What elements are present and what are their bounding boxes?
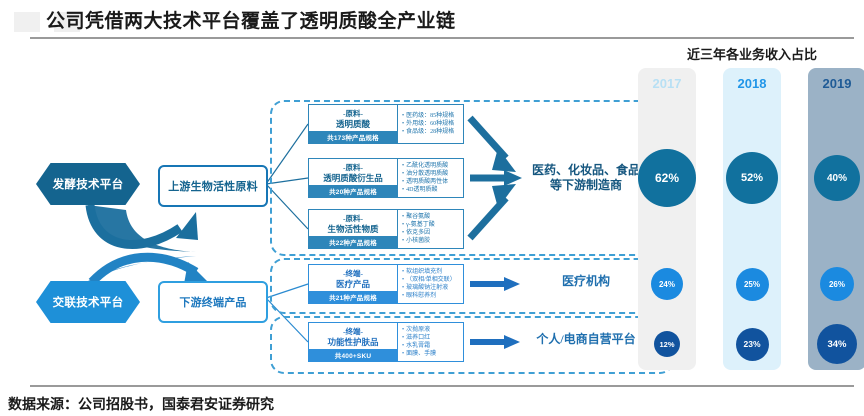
upstream-node[interactable]: 上游生物活性原料 [158,165,268,207]
product-card-title: -终端- 医疗产品 [309,265,397,291]
product-count: 共400+SKU [309,349,397,361]
revenue-bubble: 40% [814,155,860,201]
revenue-bubble: 52% [726,152,778,204]
revenue-bubble: 12% [654,331,680,357]
product-card[interactable]: -原料- 透明质酸 共173种产品规格 医药级：85种规格 外用级：60种规格 … [308,104,464,144]
product-bullet: 聚谷氨酸 [402,213,461,221]
product-bullet: 玻璃酸钠注射液 [402,284,461,292]
year-label-2018: 2018 [737,76,767,91]
product-card-title: -原料- 透明质酸衍生品 [309,159,397,185]
product-bullet: 软组织填充剂 [402,268,461,276]
destination-line-2: 等下游制造商 [549,178,622,192]
fermentation-platform-label: 发酵技术平台 [52,179,124,191]
product-count: 共22种产品规格 [309,236,397,248]
title-decoration [8,12,118,34]
product-card-title: -原料- 生物活性物质 [309,210,397,236]
year-column-2019 [808,68,864,370]
product-kind: -原料- [343,162,363,172]
product-bullet: 外用级：60种规格 [402,120,461,128]
year-label-2017: 2017 [652,76,682,91]
product-name: 生物活性物质 [327,223,379,234]
product-bullet: 食品级：28种规格 [402,128,461,136]
product-card[interactable]: -终端- 功能性护肤品 共400+SKU 次抛原液 滋养口红 水乳膏霜 面膜、手… [308,322,464,362]
product-card-left: -原料- 透明质酸 共173种产品规格 [309,105,397,143]
year-label-2019: 2019 [822,76,852,91]
revenue-bubble: 26% [820,267,854,301]
downstream-node-label: 下游终端产品 [179,297,247,309]
crosslink-platform[interactable]: 交联技术平台 [36,281,140,323]
product-bullet: 油分散透明质酸 [402,170,461,178]
product-name: 功能性护肤品 [327,336,379,347]
product-card-title: -原料- 透明质酸 [309,105,397,131]
product-bullet: 医药级：85种规格 [402,112,461,120]
product-bullets: 乙酰化透明质酸 油分散透明质酸 透明质酸两性体 4D透明质酸 [397,159,463,197]
product-card-left: -终端- 医疗产品 共21种产品规格 [309,265,397,303]
crosslink-platform-label: 交联技术平台 [52,297,124,309]
year-column-2018 [723,68,781,370]
upstream-node-label: 上游生物活性原料 [168,181,258,193]
revenue-bubble: 24% [651,268,683,300]
product-bullets: 医药级：85种规格 外用级：60种规格 食品级：28种规格 [397,105,463,143]
product-kind: -原料- [343,108,363,118]
product-card-left: -原料- 生物活性物质 共22种产品规格 [309,210,397,248]
product-name: 透明质酸衍生品 [323,172,383,183]
product-card[interactable]: -原料- 透明质酸衍生品 共20种产品规格 乙酰化透明质酸 油分散透明质酸 透明… [308,158,464,198]
destination-individual-ecommerce: 个人/电商自营平台 [512,332,660,347]
destination-line-1: 个人/电商自营平台 [536,332,636,346]
downstream-node[interactable]: 下游终端产品 [158,281,268,323]
product-card-title: -终端- 功能性护肤品 [309,323,397,349]
revenue-bubble: 23% [735,327,769,361]
product-name: 透明质酸 [335,118,370,129]
product-name: 医疗产品 [335,278,370,289]
product-bullets: 次抛原液 滋养口红 水乳膏霜 面膜、手膜 [397,323,463,361]
product-bullet: 次抛原液 [402,326,461,334]
product-card[interactable]: -原料- 生物活性物质 共22种产品规格 聚谷氨酸 γ-氨基丁酸 依克多因 小核… [308,209,464,249]
title-mark-right [54,12,80,32]
product-count: 共173种产品规格 [309,131,397,143]
product-bullet: 滋养口红 [402,334,461,342]
product-bullets: 聚谷氨酸 γ-氨基丁酸 依克多因 小核菌胶 [397,210,463,248]
product-kind: -终端- [343,326,363,336]
product-card-left: -终端- 功能性护肤品 共400+SKU [309,323,397,361]
product-bullet: 乙酰化透明质酸 [402,162,461,170]
revenue-bubble: 62% [638,149,696,207]
revenue-panel-title: 近三年各业务收入占比 [686,47,817,62]
product-kind: -原料- [343,213,363,223]
title-mark-left [14,12,40,32]
revenue-bubble: 25% [735,267,769,301]
destination-downstream-manufacturers: 医药、化妆品、食品 等下游制造商 [520,163,652,193]
source-note: 数据来源：公司招股书，国泰君安证券研究 [8,398,274,413]
title-divider [30,37,854,39]
product-count: 共20种产品规格 [309,185,397,197]
destination-line-1: 医疗机构 [561,274,610,288]
product-bullet: 透明质酸两性体 [402,178,461,186]
product-kind: -终端- [343,268,363,278]
destination-line-1: 医药、化妆品、食品 [531,163,640,177]
product-card[interactable]: -终端- 医疗产品 共21种产品规格 软组织填充剂 （双相/单相交联） 玻璃酸钠… [308,264,464,304]
destination-medical-institutions: 医疗机构 [520,274,652,289]
product-count: 共21种产品规格 [309,291,397,303]
product-bullet: 依克多因 [402,229,461,237]
year-column-2017 [638,68,696,370]
product-bullet: γ-氨基丁酸 [402,221,461,229]
product-card-left: -原料- 透明质酸衍生品 共20种产品规格 [309,159,397,197]
fermentation-platform[interactable]: 发酵技术平台 [36,163,140,205]
product-bullet: 小核菌胶 [402,237,461,245]
product-bullet: 面膜、手膜 [402,350,461,358]
product-bullet: 眼科慰养剂 [402,292,461,300]
footer-divider [30,385,854,387]
page-title: 公司凭借两大技术平台覆盖了透明质酸全产业链 [46,11,456,32]
product-bullet: （双相/单相交联） [402,276,461,284]
revenue-bubble: 34% [817,324,857,364]
product-bullet: 4D透明质酸 [402,186,461,194]
product-bullets: 软组织填充剂 （双相/单相交联） 玻璃酸钠注射液 眼科慰养剂 [397,265,463,303]
product-bullet: 水乳膏霜 [402,342,461,350]
